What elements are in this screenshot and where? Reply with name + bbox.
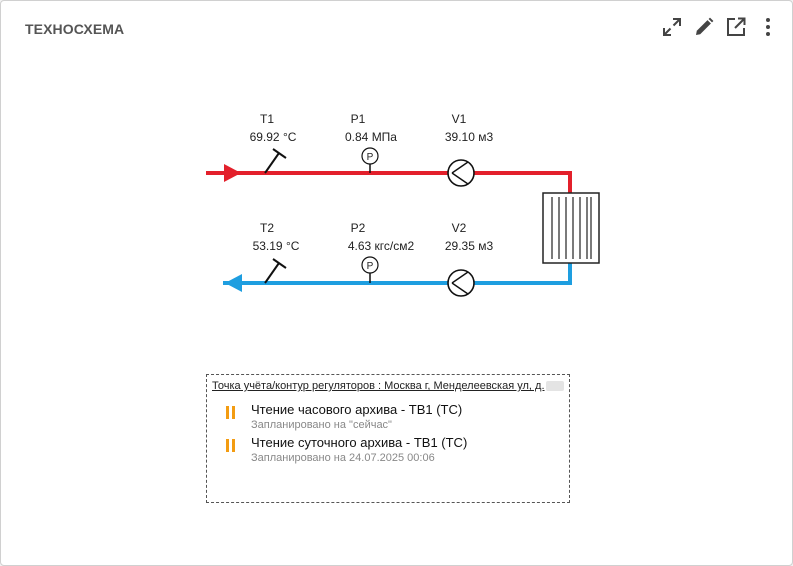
task-panel-header-link[interactable]: Точка учёта/контур регуляторов : Москва … xyxy=(212,380,545,392)
task-schedule: Запланировано на 24.07.2025 00:06 xyxy=(251,452,435,464)
sensor-v1-label: V1 xyxy=(452,112,467,126)
sensor-t1-value: 69.92 °C xyxy=(250,130,297,144)
task-item[interactable]: Чтение суточного архива - ТВ1 (ТС) Запла… xyxy=(225,435,555,469)
sensor-t2-value: 53.19 °C xyxy=(253,239,300,253)
pause-icon xyxy=(225,406,237,420)
sensor-t1-label: T1 xyxy=(260,112,274,126)
task-item[interactable]: Чтение часового архива - ТВ1 (ТС) Заплан… xyxy=(225,402,555,436)
fullscreen-icon xyxy=(663,18,681,36)
radiator xyxy=(542,192,600,264)
pressure-gauge-glyph: P xyxy=(367,261,374,272)
sensor-v2-value: 29.35 м3 xyxy=(445,239,494,253)
sensor-t1: T1 69.92 °C xyxy=(250,112,297,174)
thermometer-icon xyxy=(264,148,287,174)
supply-pipe xyxy=(206,164,572,193)
flowmeter-icon xyxy=(447,269,475,297)
more-vertical-icon xyxy=(766,18,770,36)
header-overflow-fade xyxy=(546,381,564,391)
sensor-p2-label: P2 xyxy=(351,221,366,235)
card-toolbar xyxy=(656,13,784,41)
sensor-t2: T2 53.19 °C xyxy=(253,221,300,284)
sensor-v1: V1 39.10 м3 xyxy=(445,112,494,187)
sensor-p1-value: 0.84 МПа xyxy=(345,130,397,144)
more-menu-button[interactable] xyxy=(752,13,784,41)
sensor-v2-label: V2 xyxy=(452,221,467,235)
open-in-new-button[interactable] xyxy=(720,13,752,41)
thermometer-icon xyxy=(264,258,287,284)
supply-flow-arrow xyxy=(224,164,241,182)
edit-button[interactable] xyxy=(688,13,720,41)
fullscreen-button[interactable] xyxy=(656,13,688,41)
card-title: ТЕХНОСХЕМА xyxy=(25,21,125,37)
task-schedule: Запланировано на "сейчас" xyxy=(251,419,392,431)
pressure-gauge-icon: P xyxy=(361,256,379,283)
sensor-v1-value: 39.10 м3 xyxy=(445,130,494,144)
task-name: Чтение часового архива - ТВ1 (ТС) xyxy=(251,402,463,417)
open-in-new-icon xyxy=(727,17,746,36)
task-panel: Точка учёта/контур регуляторов : Москва … xyxy=(206,374,570,503)
heating-scheme: T1 69.92 °C P1 0.84 МПа P V1 39.10 м3 xyxy=(206,112,600,297)
sensor-v2: V2 29.35 м3 xyxy=(445,221,494,297)
flowmeter-icon xyxy=(447,159,475,187)
sensor-p1-label: P1 xyxy=(351,112,366,126)
task-name: Чтение суточного архива - ТВ1 (ТС) xyxy=(251,435,468,450)
return-pipe xyxy=(223,263,572,292)
sensor-p1: P1 0.84 МПа P xyxy=(345,112,397,173)
return-flow-arrow xyxy=(225,274,242,292)
pause-icon xyxy=(225,439,237,453)
pencil-icon xyxy=(696,17,714,35)
sensor-p2: P2 4.63 кгс/см2 P xyxy=(348,221,415,283)
pressure-gauge-icon: P xyxy=(361,147,379,173)
sensor-p2-value: 4.63 кгс/см2 xyxy=(348,239,415,253)
pressure-gauge-glyph: P xyxy=(367,152,374,163)
sensor-t2-label: T2 xyxy=(260,221,274,235)
